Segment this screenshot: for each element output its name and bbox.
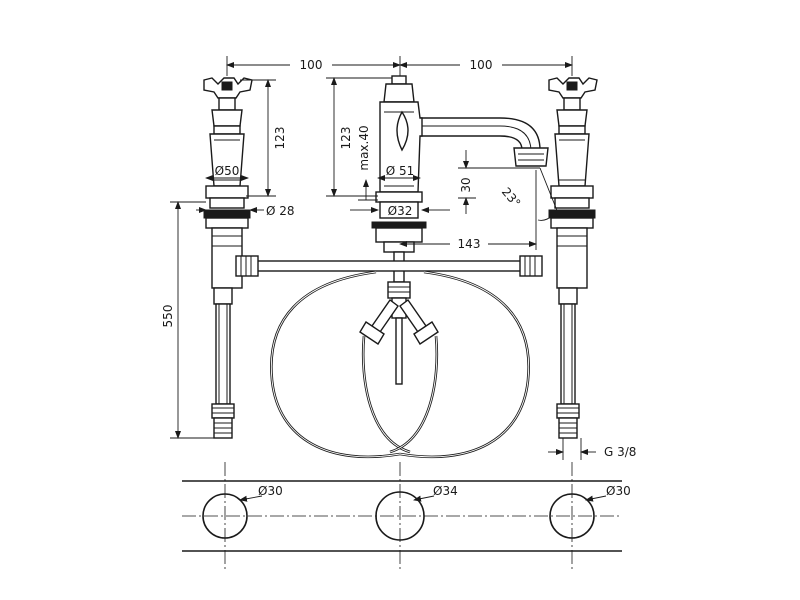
- supply-bar: [235, 255, 543, 277]
- handle-height-label: 123: [273, 127, 287, 150]
- spacing-left-label: 100: [300, 58, 323, 72]
- total-height-label: 550: [161, 305, 175, 328]
- connection-thread-label: G 3/8: [604, 445, 636, 459]
- hole-right: [549, 493, 595, 539]
- spacing-right-label: 100: [470, 58, 493, 72]
- mounting-hole-layout: Ø30 Ø34 Ø30: [182, 462, 631, 570]
- spout-body-dia-label: Ø 51: [386, 164, 415, 178]
- spout-reach-label: 143: [458, 237, 481, 251]
- hole-right-label: Ø30: [606, 484, 631, 498]
- spout-shank-dia-label: Ø32: [388, 204, 413, 218]
- hose-loops: [270, 270, 530, 459]
- spout-height-label: 123: [339, 127, 353, 150]
- right-handle-valve: [548, 77, 598, 439]
- spout-assembly: [359, 75, 549, 385]
- hole-center-label: Ø34: [433, 484, 458, 498]
- dimension-lines: [170, 56, 596, 460]
- hole-left: [202, 493, 248, 539]
- spout-drop-label: 30: [459, 177, 473, 192]
- handle-shank-dia-label: Ø 28: [266, 204, 295, 218]
- spout-max-label: max.40: [357, 125, 371, 170]
- hole-left-label: Ø30: [258, 484, 283, 498]
- hole-center: [375, 491, 425, 541]
- dimension-labels: 100 100 123 123 max.40 Ø50 Ø 28 Ø 51 Ø32…: [161, 58, 636, 459]
- left-handle-valve: [203, 77, 253, 439]
- spout-angle-label: 23°: [499, 185, 523, 210]
- handle-body-dia-label: Ø50: [215, 164, 240, 178]
